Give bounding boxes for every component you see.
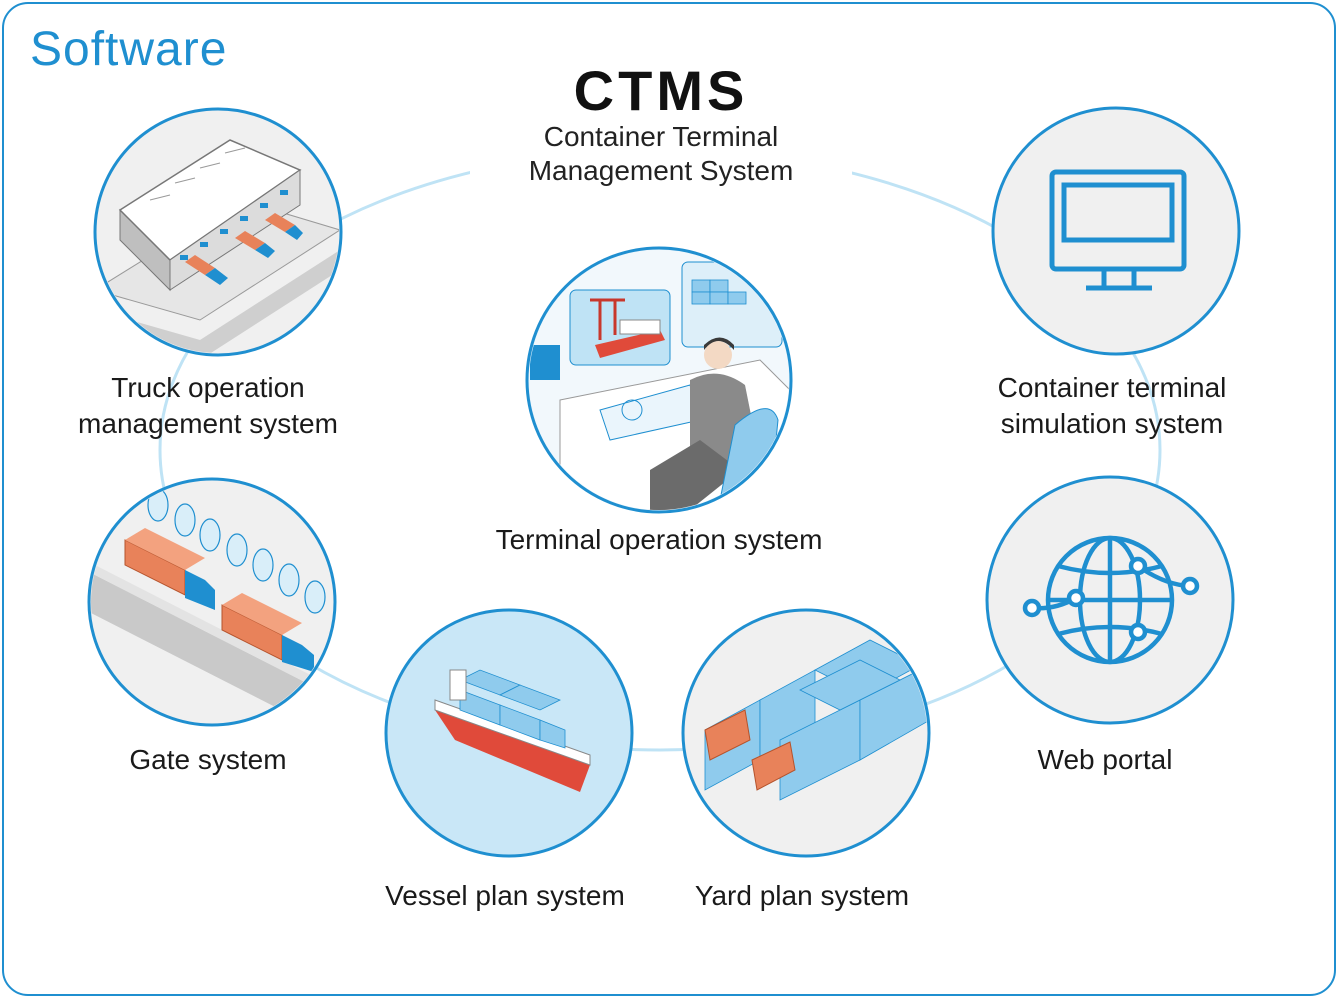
yard-label-line1: Yard plan system — [694, 880, 910, 911]
simulation-label-line2: simulation system — [1000, 408, 1224, 439]
yard-label: Yard plan system — [670, 878, 934, 914]
ctms-subtitle-line1: Container Terminal — [543, 121, 779, 152]
gate-truck-2 — [221, 593, 314, 672]
truck-operation-label-line2: management system — [78, 408, 338, 439]
truck-1 — [185, 255, 228, 285]
truck-operation-illustration — [93, 107, 343, 357]
simulation-illustration — [991, 106, 1241, 356]
monitor-icon — [1049, 169, 1187, 291]
section-title: Software — [30, 23, 228, 76]
gate-illustration — [87, 477, 337, 727]
terminal-operation-label-line1: Terminal operation system — [495, 524, 823, 555]
truck-operation-label: Truck operation management system — [48, 370, 368, 442]
yard-illustration — [681, 608, 931, 858]
web-portal-label: Web portal — [985, 742, 1225, 778]
operator-figure — [650, 337, 779, 510]
gate-label-line1: Gate system — [129, 744, 287, 775]
truck-operation-label-line1: Truck operation — [111, 372, 305, 403]
simulation-label: Container terminal simulation system — [962, 370, 1262, 442]
ctms-title: CTMS — [573, 59, 749, 122]
vessel-illustration — [384, 608, 634, 858]
terminal-operation-label: Terminal operation system — [458, 522, 860, 558]
vessel-label-line1: Vessel plan system — [385, 880, 625, 911]
terminal-operation-illustration — [525, 246, 793, 514]
vessel-label: Vessel plan system — [365, 878, 645, 914]
gate-label: Gate system — [88, 742, 328, 778]
truck-2 — [235, 231, 275, 258]
web-portal-label-line1: Web portal — [1037, 744, 1173, 775]
truck-3 — [265, 213, 303, 240]
web-portal-illustration — [985, 475, 1235, 725]
globe-network-icon — [1022, 535, 1200, 665]
ctms-subtitle-line2: Management System — [528, 155, 794, 186]
simulation-label-line1: Container terminal — [997, 372, 1227, 403]
ctms-subtitle: Container Terminal Management System — [470, 120, 852, 188]
gate-truck-1 — [124, 528, 215, 610]
